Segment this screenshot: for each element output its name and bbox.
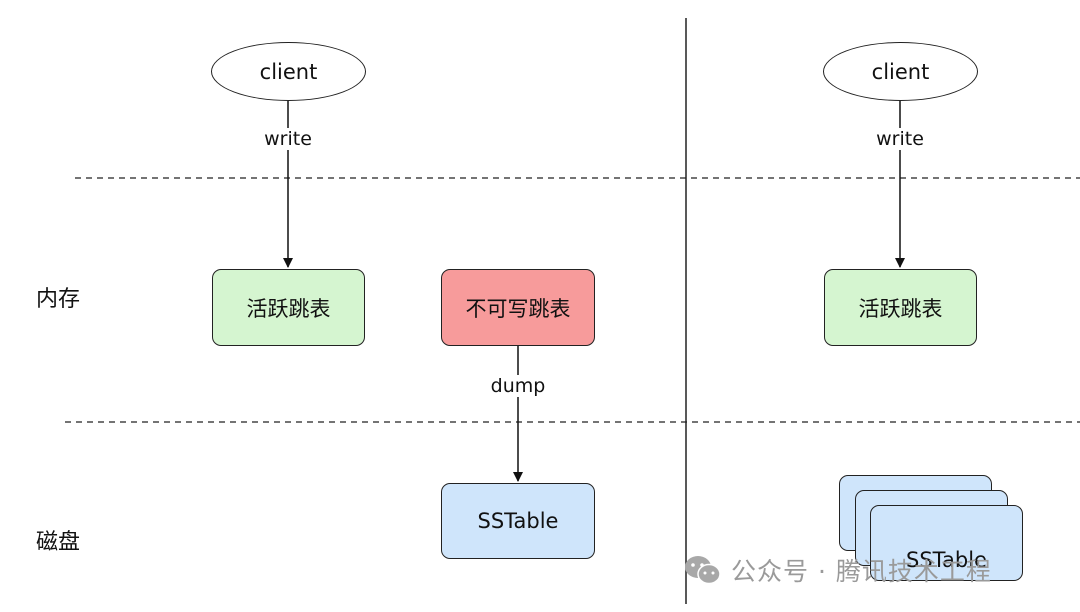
- left-sstable: SSTable: [441, 483, 595, 559]
- left-active-skiplist: 活跃跳表: [212, 269, 365, 346]
- wechat-icon: [685, 556, 721, 585]
- right-sstable-label: SSTable: [906, 548, 987, 572]
- readonly-skiplist: 不可写跳表: [441, 269, 595, 346]
- dump-label: dump: [487, 375, 549, 397]
- right-client-node: client: [823, 42, 978, 101]
- left-write-label: write: [261, 128, 315, 150]
- watermark-text: 公众号 · 腾讯技术工程: [731, 557, 992, 586]
- left-client-node: client: [211, 42, 366, 101]
- right-active-skiplist: 活跃跳表: [824, 269, 977, 346]
- watermark: 公众号 · 腾讯技术工程: [683, 552, 992, 588]
- memory-layer-label: 内存: [36, 287, 81, 312]
- right-sstable: SSTable: [870, 505, 1023, 581]
- right-write-label: write: [873, 128, 927, 150]
- disk-layer-label: 磁盘: [36, 530, 81, 555]
